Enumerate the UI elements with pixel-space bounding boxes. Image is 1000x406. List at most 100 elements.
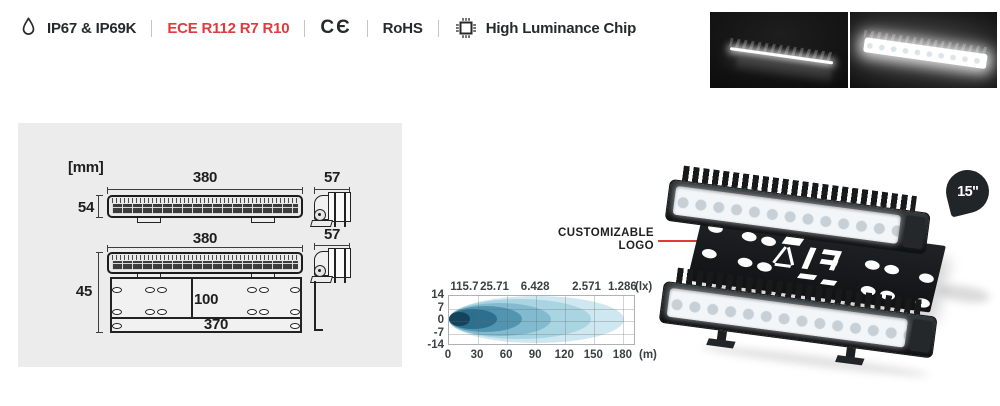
divider [151,19,153,37]
y-tick-label: -14 [427,339,444,351]
endcap [902,215,927,250]
gridline-vertical [565,296,567,344]
dim-line-height-bracket [96,252,103,333]
dim-side-width-front: 57 [323,169,341,186]
certification-bar: IP67 & IP69K ECE R112 R7 R10 CЄ RoHS Hig… [18,13,636,43]
divider [437,19,439,37]
lens-layer-line [334,249,336,283]
lens-layer-line [344,193,346,227]
isolux-value-label: 6.428 [520,281,550,293]
dim-width-bracket: 380 [192,230,218,247]
bracket-hole [247,309,257,315]
plate-shadow [937,282,991,306]
dim-line-width-front [107,187,303,194]
lens-layer-line [344,249,346,283]
bracket-hole [145,287,155,293]
dimensions-panel: [mm] 380 54 57 380 100 370 [18,123,402,367]
bracket-hole [259,287,269,293]
size-badge: 15'' [941,165,994,218]
lamp-profile [328,248,351,278]
bracket-hole [259,309,269,315]
mounting-tab [137,218,161,223]
dim-line-side-front [314,187,350,194]
bracket-hole [290,309,300,315]
lightbar-led-grille [112,204,298,214]
y-tick-label: 14 [431,289,444,301]
logo-shape [772,246,787,264]
product-photo-lit [850,12,997,88]
gridline-horizontal [449,333,634,335]
bracket-hole [112,323,122,329]
beam-isolux-ellipse [449,312,471,327]
cert-ce: CЄ [320,17,351,39]
mount-foot [845,347,856,362]
rohs-label: RoHS [382,19,423,37]
divider [304,19,306,37]
plate-profile-line [314,281,316,331]
dim-side-width-bracket: 57 [323,226,341,243]
plate-center-line [191,279,193,317]
logo-shape [801,247,817,270]
chip-label: High Luminance Chip [485,19,637,37]
y-tick-label: -7 [433,326,444,339]
mounting-tab [251,218,275,223]
unit-label: [mm] [68,159,104,176]
lux-unit-label: (lx) [635,281,653,293]
dim-height-front: 54 [77,199,94,216]
lightbar-side-view [309,192,356,228]
bracket-hole [247,287,257,293]
gridline-vertical [507,296,509,344]
cert-ip-rating: IP67 & IP69K [18,16,137,40]
number-plate-bracket [110,277,302,333]
y-tick-label: 0 [437,314,444,326]
dim-plate-inner-height: 100 [194,291,219,308]
cert-chip: High Luminance Chip [454,16,636,40]
gridline-vertical [478,296,480,344]
bracket-hole [290,287,300,293]
plate-bottom-line [112,317,300,319]
lightbar-front-view [107,252,303,274]
lightbar-side-view [309,248,356,284]
customizable-logo-label: CUSTOMIZABLE LOGO [540,227,654,253]
lightbar-fins [112,255,298,260]
x-tick-label: 180 [612,349,632,361]
bracket-hole [736,256,754,269]
ece-label: ECE R112 R7 R10 [167,19,290,37]
divider [366,19,368,37]
x-tick-label: 90 [528,349,542,361]
bracket-hole [112,287,122,293]
ce-mark-icon: CЄ [320,17,352,38]
bracket-hole [157,309,167,315]
bracket-hole [882,263,901,276]
size-badge-label: 15'' [956,183,979,200]
beam-chart-plot [448,295,635,345]
x-tick-label: 30 [470,349,484,361]
dim-line-side-bracket [314,243,350,250]
dim-plate-width: 370 [203,316,229,333]
x-unit-label: (m) [639,349,657,361]
x-tick-label: 120 [554,349,574,361]
logo-shape [820,279,838,286]
endcap [909,318,934,354]
lightbar-front-view [107,195,303,218]
cert-rohs: RoHS [383,20,423,37]
dim-line-height-front [96,195,103,218]
gridline-horizontal [449,321,634,322]
isolux-value-label: 2.571 [572,281,601,293]
x-tick-label: 150 [583,349,603,361]
mount-foot [716,330,727,345]
isolux-value-label: 25.71 [480,281,509,293]
lamp-profile [328,192,351,222]
logo-shape [797,273,818,281]
gridline-vertical [536,296,538,344]
bracket-hole [290,323,300,329]
gridline-vertical [594,296,596,344]
water-drop-icon [18,16,39,40]
customizable-logo-line2: LOGO [618,240,654,252]
dim-height-bracket: 45 [75,283,92,300]
chip-icon [454,16,478,40]
bracket-hole [917,272,936,285]
